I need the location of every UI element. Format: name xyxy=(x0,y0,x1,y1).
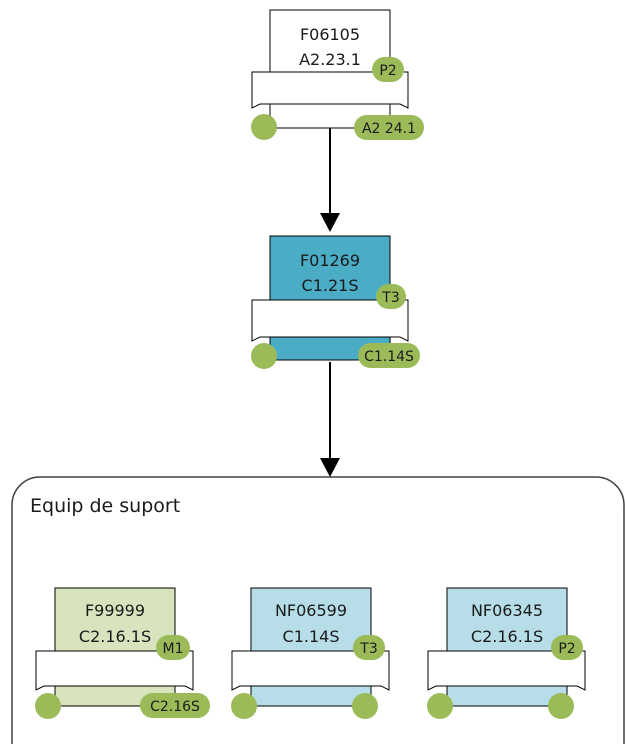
node-middle-bottom-badge: C1.14S xyxy=(364,349,414,365)
node-top-card xyxy=(269,9,391,129)
node-top-bottom-badge: A2 24.1 xyxy=(362,121,416,137)
node-group-1-sub: C2.16.1S xyxy=(79,627,151,646)
node-group-1-badge: M1 xyxy=(163,641,184,657)
node-middle-badge: T3 xyxy=(381,290,399,306)
node-group-3-badge-bg xyxy=(551,635,583,660)
arrowhead-middle-to-group xyxy=(320,458,340,477)
node-top-badge: P2 xyxy=(379,63,396,79)
node-group-3-left-dot xyxy=(427,693,453,719)
node-group-1[interactable]: F99999 C2.16.1S M1 C2.16S xyxy=(35,587,210,719)
node-group-1-scroll xyxy=(35,650,194,691)
node-top-left-dot xyxy=(251,114,277,140)
node-top-code: F06105 xyxy=(300,25,360,44)
node-group-3-code: NF06345 xyxy=(471,601,543,620)
support-team-group xyxy=(11,476,625,744)
node-top-scroll xyxy=(251,71,409,109)
node-middle-sub: C1.21S xyxy=(302,276,359,295)
node-group-3-right-dot xyxy=(548,693,574,719)
node-group-3-badge: P2 xyxy=(558,641,575,657)
node-middle-bottom-badge-bg xyxy=(358,343,420,368)
node-group-2-badge: T3 xyxy=(359,641,377,657)
node-group-1-code: F99999 xyxy=(85,601,145,620)
node-group-2[interactable]: NF06599 C1.14S T3 xyxy=(231,587,390,719)
node-group-2-badge-bg xyxy=(353,635,385,660)
group-title: Equip de suport xyxy=(30,495,180,517)
node-group-1-left-dot xyxy=(35,693,61,719)
node-group-2-right-dot xyxy=(352,693,378,719)
node-group-3[interactable]: NF06345 C2.16.1S P2 xyxy=(427,587,586,719)
node-group-1-badge-bg xyxy=(156,635,190,660)
node-group-1-bottom-badge-bg xyxy=(140,693,210,718)
node-middle-card xyxy=(269,235,391,361)
node-top-badge-bg xyxy=(372,57,404,82)
node-group-3-sub: C2.16.1S xyxy=(471,627,543,646)
node-middle[interactable]: F01269 C1.21S T3 C1.14S xyxy=(251,235,420,369)
node-top-bottom-badge-bg xyxy=(354,115,424,140)
node-group-2-left-dot xyxy=(231,693,257,719)
node-middle-code: F01269 xyxy=(300,251,360,270)
node-group-2-sub: C1.14S xyxy=(283,627,340,646)
node-middle-left-dot xyxy=(251,343,277,369)
node-middle-scroll xyxy=(251,299,409,342)
node-group-2-code: NF06599 xyxy=(275,601,347,620)
node-top[interactable]: F06105 A2.23.1 P2 A2 24.1 xyxy=(251,9,424,140)
node-group-1-bottom-badge: C2.16S xyxy=(150,699,200,715)
node-top-sub: A2.23.1 xyxy=(299,50,361,69)
node-group-2-scroll xyxy=(231,650,390,691)
node-group-3-scroll xyxy=(427,650,586,691)
arrowhead-top-to-middle xyxy=(320,213,340,232)
node-middle-badge-bg xyxy=(376,284,406,309)
